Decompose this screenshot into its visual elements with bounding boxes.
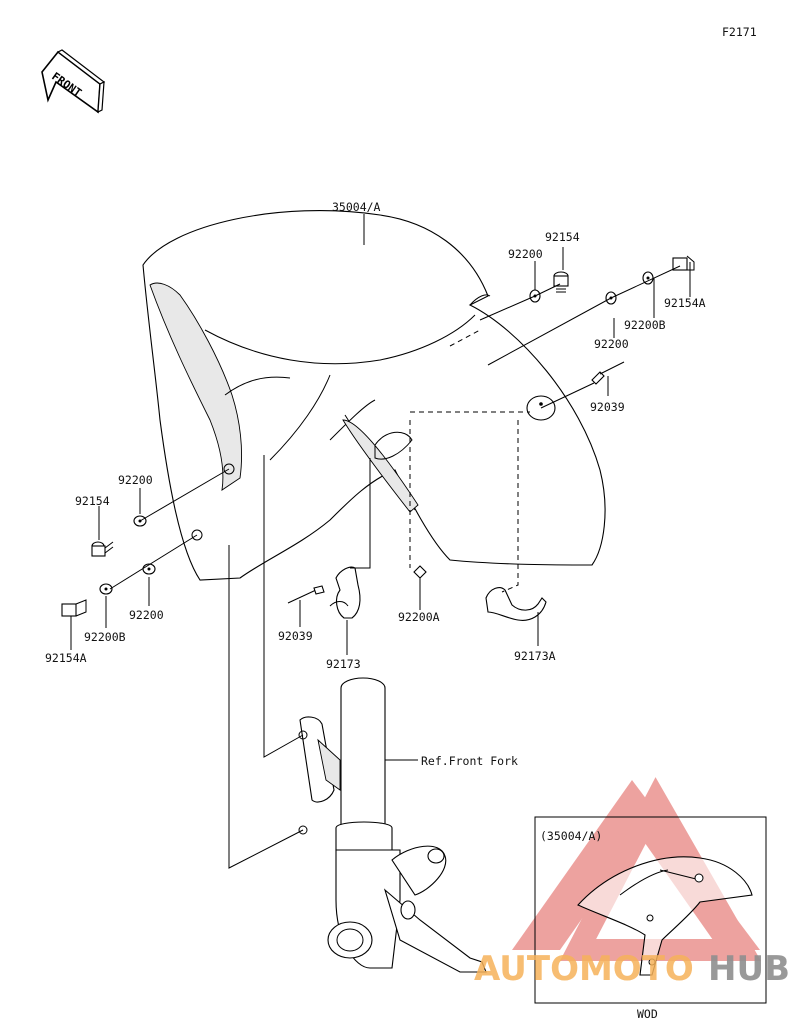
figure-code: F2171: [722, 25, 757, 39]
label-92200-left-low: 92200: [129, 608, 164, 622]
label-92200-top-left: 92200: [508, 247, 543, 261]
washer-92200-left-low: [142, 563, 156, 575]
label-ref-front-fork: Ref.Front Fork: [421, 754, 518, 768]
rivet-92039-mid: [287, 585, 325, 604]
leader-lines: [70, 214, 691, 761]
watermark-part1: AUTOMOTO: [474, 949, 694, 989]
label-92200a: 92200A: [398, 610, 440, 624]
label-92200b-left: 92200B: [84, 630, 126, 644]
label-92154a-left: 92154A: [45, 651, 87, 665]
inset-footer: WOD: [637, 1007, 658, 1021]
bolt-92154-left: [91, 541, 114, 557]
label-92154-top: 92154: [545, 230, 580, 244]
clamp-92173a: [485, 587, 547, 621]
label-92039-top: 92039: [590, 400, 625, 414]
bolt-92154-top: [553, 271, 569, 293]
connector-lines: [109, 265, 681, 869]
watermark-part2: HUB: [708, 949, 790, 989]
rivet-92039-top: [591, 361, 625, 385]
bolt-92154a-left: [61, 599, 87, 617]
label-92154-left: 92154: [75, 494, 110, 508]
label-92039-mid: 92039: [278, 629, 313, 643]
label-92173: 92173: [326, 657, 361, 671]
front-fork: [298, 677, 487, 973]
bolt-92154a-top: [672, 255, 695, 271]
front-fender: [142, 210, 606, 581]
clamp-92173: [329, 566, 361, 619]
inset-variant-box: (35004/A) WOD: [534, 816, 767, 1021]
label-35004a: 35004/A: [332, 200, 381, 214]
label-92200-left-top: 92200: [118, 473, 153, 487]
washer-92200a: [413, 565, 427, 579]
washer-92200b-left: [99, 583, 113, 595]
inset-caption: (35004/A): [540, 829, 602, 843]
front-arrow-icon: FRONT: [41, 49, 106, 114]
label-92154a-top: 92154A: [664, 296, 706, 310]
label-92173a: 92173A: [514, 649, 556, 663]
label-92200b-top: 92200B: [624, 318, 666, 332]
watermark-text: AUTOMOTO HUB: [474, 949, 790, 989]
label-92200-top-right: 92200: [594, 337, 629, 351]
